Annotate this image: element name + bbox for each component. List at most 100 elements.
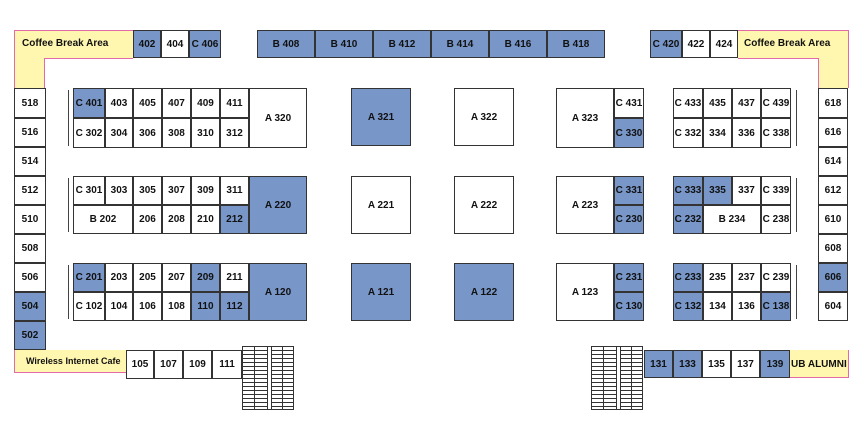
booth-404[interactable]: 404 bbox=[161, 30, 189, 58]
booth-a122[interactable]: A 122 bbox=[454, 263, 514, 321]
booth-312[interactable]: 312 bbox=[220, 118, 249, 148]
booth-306[interactable]: 306 bbox=[133, 118, 162, 148]
booth-131[interactable]: 131 bbox=[644, 350, 673, 378]
booth-133[interactable]: 133 bbox=[673, 350, 702, 378]
booth-208[interactable]: 208 bbox=[162, 205, 191, 234]
booth-136[interactable]: 136 bbox=[732, 292, 761, 321]
booth-a320[interactable]: A 320 bbox=[249, 88, 307, 148]
booth-510[interactable]: 510 bbox=[14, 205, 46, 234]
booth-435[interactable]: 435 bbox=[703, 88, 732, 118]
booth-608[interactable]: 608 bbox=[818, 234, 848, 263]
booth-c238[interactable]: C 238 bbox=[761, 205, 791, 234]
wireless-cafe-area[interactable] bbox=[14, 350, 126, 372]
booth-107[interactable]: 107 bbox=[154, 350, 183, 379]
booth-c433[interactable]: C 433 bbox=[673, 88, 703, 118]
booth-514[interactable]: 514 bbox=[14, 147, 46, 176]
booth-110[interactable]: 110 bbox=[191, 292, 220, 321]
booth-209[interactable]: 209 bbox=[191, 263, 220, 292]
booth-b234[interactable]: B 234 bbox=[703, 205, 761, 234]
booth-137[interactable]: 137 bbox=[731, 350, 760, 378]
booth-c130[interactable]: C 130 bbox=[614, 292, 644, 321]
booth-105[interactable]: 105 bbox=[126, 350, 154, 379]
booth-112[interactable]: 112 bbox=[220, 292, 249, 321]
coffee-break-area-right[interactable] bbox=[738, 30, 848, 58]
booth-309[interactable]: 309 bbox=[191, 176, 220, 205]
booth-c201[interactable]: C 201 bbox=[73, 263, 105, 292]
booth-b412[interactable]: B 412 bbox=[373, 30, 431, 58]
booth-411[interactable]: 411 bbox=[220, 88, 249, 118]
booth-111[interactable]: 111 bbox=[212, 350, 242, 379]
booth-308[interactable]: 308 bbox=[162, 118, 191, 148]
booth-b408[interactable]: B 408 bbox=[257, 30, 315, 58]
booth-311[interactable]: 311 bbox=[220, 176, 249, 205]
booth-a120[interactable]: A 120 bbox=[249, 263, 307, 321]
booth-a223[interactable]: A 223 bbox=[556, 176, 614, 234]
booth-606[interactable]: 606 bbox=[818, 263, 848, 292]
booth-616[interactable]: 616 bbox=[818, 118, 848, 147]
booth-135[interactable]: 135 bbox=[702, 350, 731, 378]
booth-437[interactable]: 437 bbox=[732, 88, 761, 118]
booth-210[interactable]: 210 bbox=[191, 205, 220, 234]
booth-a321[interactable]: A 321 bbox=[351, 88, 411, 146]
booth-a221[interactable]: A 221 bbox=[351, 176, 411, 234]
booth-a322[interactable]: A 322 bbox=[454, 88, 514, 146]
booth-506[interactable]: 506 bbox=[14, 263, 46, 292]
booth-618[interactable]: 618 bbox=[818, 88, 848, 118]
booth-b416[interactable]: B 416 bbox=[489, 30, 547, 58]
coffee-break-area-left[interactable] bbox=[14, 30, 133, 58]
booth-109[interactable]: 109 bbox=[183, 350, 212, 379]
booth-516[interactable]: 516 bbox=[14, 118, 46, 147]
booth-c232[interactable]: C 232 bbox=[673, 205, 703, 234]
booth-610[interactable]: 610 bbox=[818, 205, 848, 234]
booth-310[interactable]: 310 bbox=[191, 118, 220, 148]
booth-402[interactable]: 402 bbox=[133, 30, 161, 58]
booth-b410[interactable]: B 410 bbox=[315, 30, 373, 58]
booth-a323[interactable]: A 323 bbox=[556, 88, 614, 148]
booth-a222[interactable]: A 222 bbox=[454, 176, 514, 234]
booth-c138[interactable]: C 138 bbox=[761, 292, 791, 321]
booth-612[interactable]: 612 bbox=[818, 176, 848, 205]
booth-c132[interactable]: C 132 bbox=[673, 292, 703, 321]
booth-104[interactable]: 104 bbox=[105, 292, 133, 321]
booth-212[interactable]: 212 bbox=[220, 205, 249, 234]
booth-c302[interactable]: C 302 bbox=[73, 118, 105, 148]
booth-106[interactable]: 106 bbox=[133, 292, 162, 321]
booth-207[interactable]: 207 bbox=[162, 263, 191, 292]
booth-c333[interactable]: C 333 bbox=[673, 176, 703, 205]
booth-c431[interactable]: C 431 bbox=[614, 88, 644, 118]
booth-604[interactable]: 604 bbox=[818, 292, 848, 321]
booth-c332[interactable]: C 332 bbox=[673, 118, 703, 148]
booth-a220[interactable]: A 220 bbox=[249, 176, 307, 234]
booth-235[interactable]: 235 bbox=[703, 263, 732, 292]
booth-c406[interactable]: C 406 bbox=[189, 30, 221, 58]
booth-409[interactable]: 409 bbox=[191, 88, 220, 118]
booth-307[interactable]: 307 bbox=[162, 176, 191, 205]
booth-c239[interactable]: C 239 bbox=[761, 263, 791, 292]
booth-334[interactable]: 334 bbox=[703, 118, 732, 148]
booth-512[interactable]: 512 bbox=[14, 176, 46, 205]
booth-c338[interactable]: C 338 bbox=[761, 118, 791, 148]
booth-c233[interactable]: C 233 bbox=[673, 263, 703, 292]
booth-403[interactable]: 403 bbox=[105, 88, 133, 118]
booth-a121[interactable]: A 121 bbox=[351, 263, 411, 321]
booth-424[interactable]: 424 bbox=[710, 30, 738, 58]
booth-305[interactable]: 305 bbox=[133, 176, 162, 205]
booth-a123[interactable]: A 123 bbox=[556, 263, 614, 321]
booth-c331[interactable]: C 331 bbox=[614, 176, 644, 205]
booth-504[interactable]: 504 bbox=[14, 292, 46, 321]
booth-c301[interactable]: C 301 bbox=[73, 176, 105, 205]
booth-c339[interactable]: C 339 bbox=[761, 176, 791, 205]
booth-502[interactable]: 502 bbox=[14, 321, 46, 350]
booth-303[interactable]: 303 bbox=[105, 176, 133, 205]
booth-337[interactable]: 337 bbox=[732, 176, 761, 205]
booth-518[interactable]: 518 bbox=[14, 88, 46, 118]
booth-c230[interactable]: C 230 bbox=[614, 205, 644, 234]
booth-139[interactable]: 139 bbox=[760, 350, 790, 378]
booth-c439[interactable]: C 439 bbox=[761, 88, 791, 118]
booth-614[interactable]: 614 bbox=[818, 147, 848, 176]
booth-c401[interactable]: C 401 bbox=[73, 88, 105, 118]
alumni-area[interactable] bbox=[790, 350, 848, 378]
booth-b414[interactable]: B 414 bbox=[431, 30, 489, 58]
booth-237[interactable]: 237 bbox=[732, 263, 761, 292]
booth-211[interactable]: 211 bbox=[220, 263, 249, 292]
